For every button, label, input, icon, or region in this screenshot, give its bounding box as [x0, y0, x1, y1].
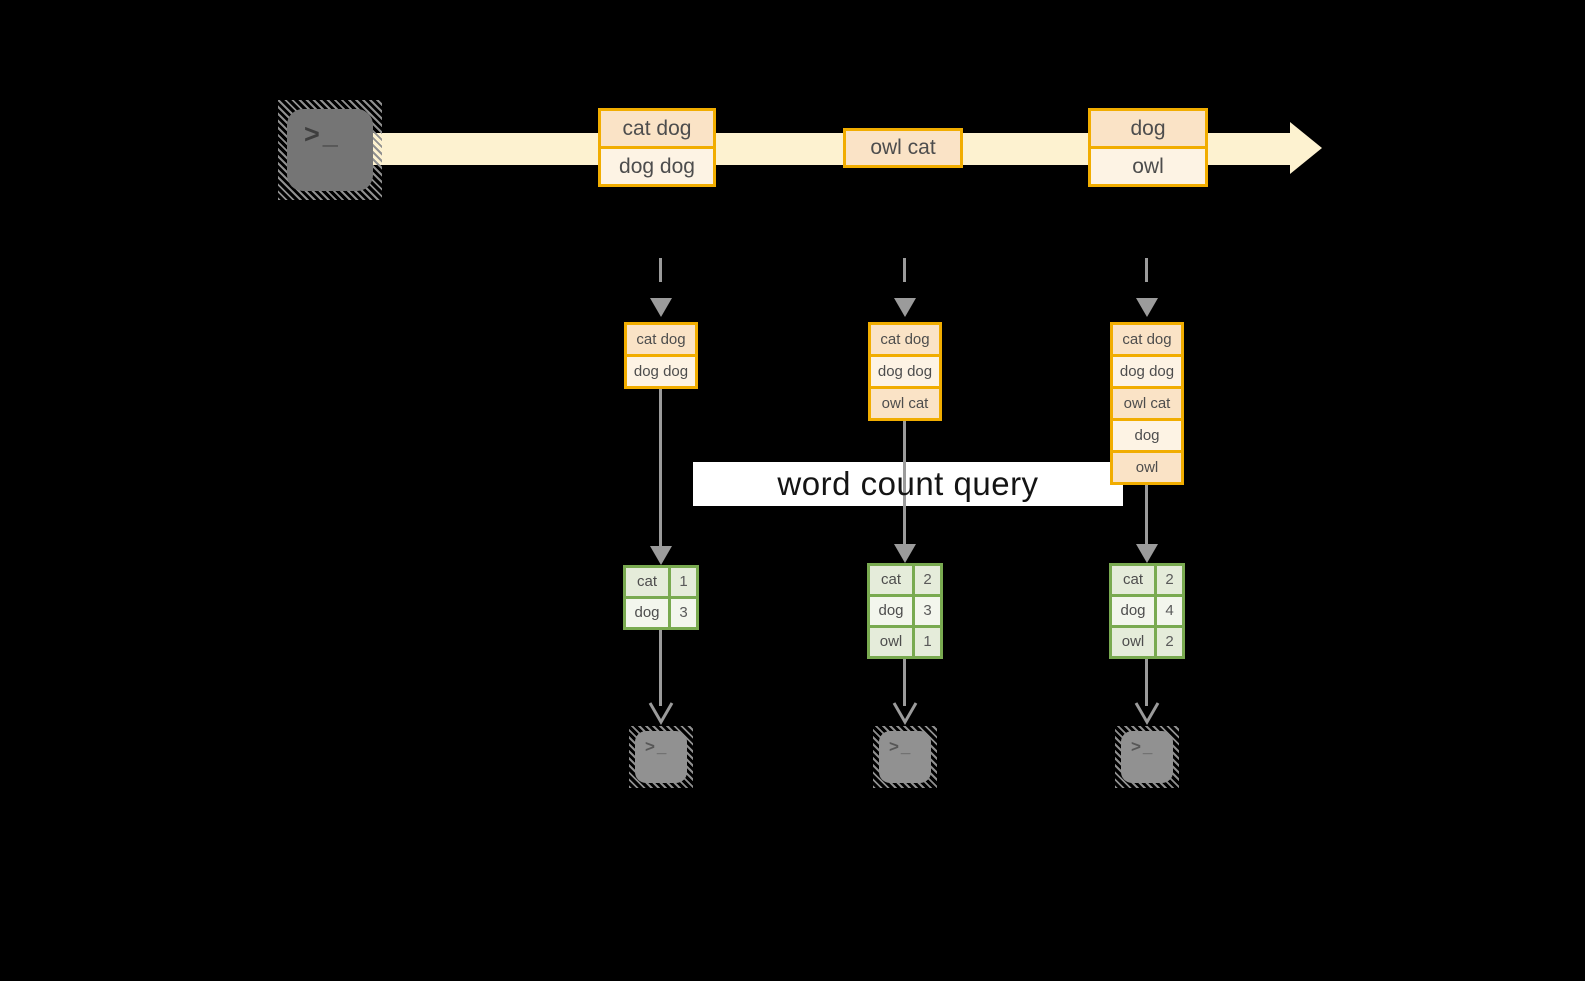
count-cell: 1	[912, 628, 940, 656]
open-arrowhead-icon	[892, 702, 918, 725]
word-count-table: cat 2 dog 4 owl 2	[1109, 563, 1185, 659]
terminal-sink-icon: >_	[629, 726, 693, 788]
event-line: owl	[1091, 146, 1205, 184]
word-count-table: cat 1 dog 3	[623, 565, 699, 630]
word-cell: dog	[626, 599, 668, 627]
stream-event-box: owl cat	[843, 128, 963, 168]
open-arrowhead-icon	[1134, 702, 1160, 725]
state-line: cat dog	[871, 325, 939, 354]
terminal-body: >_	[287, 109, 373, 191]
table-row: cat 2	[870, 566, 940, 594]
state-box: cat dog dog dog owl cat dog owl	[1110, 322, 1184, 485]
terminal-prompt: >_	[1131, 737, 1155, 756]
table-row: cat 2	[1112, 566, 1182, 594]
word-cell: owl	[1112, 628, 1154, 656]
word-cell: dog	[870, 597, 912, 625]
arrowhead-icon	[894, 298, 916, 317]
table-row: cat 1	[626, 568, 696, 596]
state-line: dog dog	[627, 354, 695, 386]
state-line: owl cat	[1113, 386, 1181, 418]
count-cell: 4	[1154, 597, 1182, 625]
arrow-line	[903, 421, 906, 546]
arrow-line	[659, 389, 662, 547]
arrowhead-icon	[1136, 298, 1158, 317]
arrowhead-icon	[894, 544, 916, 563]
word-cell: cat	[1112, 566, 1154, 594]
word-cell: owl	[870, 628, 912, 656]
terminal-prompt: >_	[304, 119, 341, 149]
dashed-arrow-line	[659, 258, 662, 294]
state-box: cat dog dog dog owl cat	[868, 322, 942, 421]
table-row: owl 1	[870, 625, 940, 656]
state-line: owl cat	[871, 386, 939, 418]
table-row: dog 4	[1112, 594, 1182, 625]
arrowhead-icon	[650, 546, 672, 565]
arrow-line	[1145, 659, 1148, 706]
state-line: cat dog	[1113, 325, 1181, 354]
event-line: dog dog	[601, 146, 713, 184]
event-line: owl cat	[846, 131, 960, 165]
table-row: dog 3	[626, 596, 696, 627]
state-line: dog dog	[871, 354, 939, 386]
arrowhead-icon	[650, 298, 672, 317]
state-box: cat dog dog dog	[624, 322, 698, 389]
count-cell: 2	[912, 566, 940, 594]
state-line: cat dog	[627, 325, 695, 354]
terminal-body: >_	[1121, 731, 1173, 783]
arrow-line	[1145, 485, 1148, 546]
terminal-body: >_	[879, 731, 931, 783]
arrow-line	[659, 630, 662, 706]
word-count-table: cat 2 dog 3 owl 1	[867, 563, 943, 659]
query-label: word count query	[777, 465, 1039, 502]
arrow-line	[903, 659, 906, 706]
open-arrowhead-icon	[648, 702, 674, 725]
terminal-prompt: >_	[889, 737, 913, 756]
count-cell: 2	[1154, 628, 1182, 656]
state-line: dog dog	[1113, 354, 1181, 386]
count-cell: 1	[668, 568, 696, 596]
arrowhead-icon	[1136, 544, 1158, 563]
state-line: owl	[1113, 450, 1181, 482]
stream-event-box: dog owl	[1088, 108, 1208, 187]
count-cell: 3	[912, 597, 940, 625]
dashed-arrow-line	[903, 258, 906, 294]
word-cell: cat	[626, 568, 668, 596]
terminal-body: >_	[635, 731, 687, 783]
count-cell: 3	[668, 599, 696, 627]
dashed-arrow-line	[1145, 258, 1148, 294]
terminal-source-icon: >_	[278, 100, 382, 200]
stream-event-box: cat dog dog dog	[598, 108, 716, 187]
terminal-sink-icon: >_	[873, 726, 937, 788]
word-cell: dog	[1112, 597, 1154, 625]
terminal-prompt: >_	[645, 737, 669, 756]
table-row: dog 3	[870, 594, 940, 625]
event-line: dog	[1091, 111, 1205, 146]
state-line: dog	[1113, 418, 1181, 450]
query-label-background	[693, 462, 1123, 506]
stream-arrowhead-icon	[1290, 122, 1322, 174]
table-row: owl 2	[1112, 625, 1182, 656]
terminal-sink-icon: >_	[1115, 726, 1179, 788]
count-cell: 2	[1154, 566, 1182, 594]
word-cell: cat	[870, 566, 912, 594]
event-line: cat dog	[601, 111, 713, 146]
